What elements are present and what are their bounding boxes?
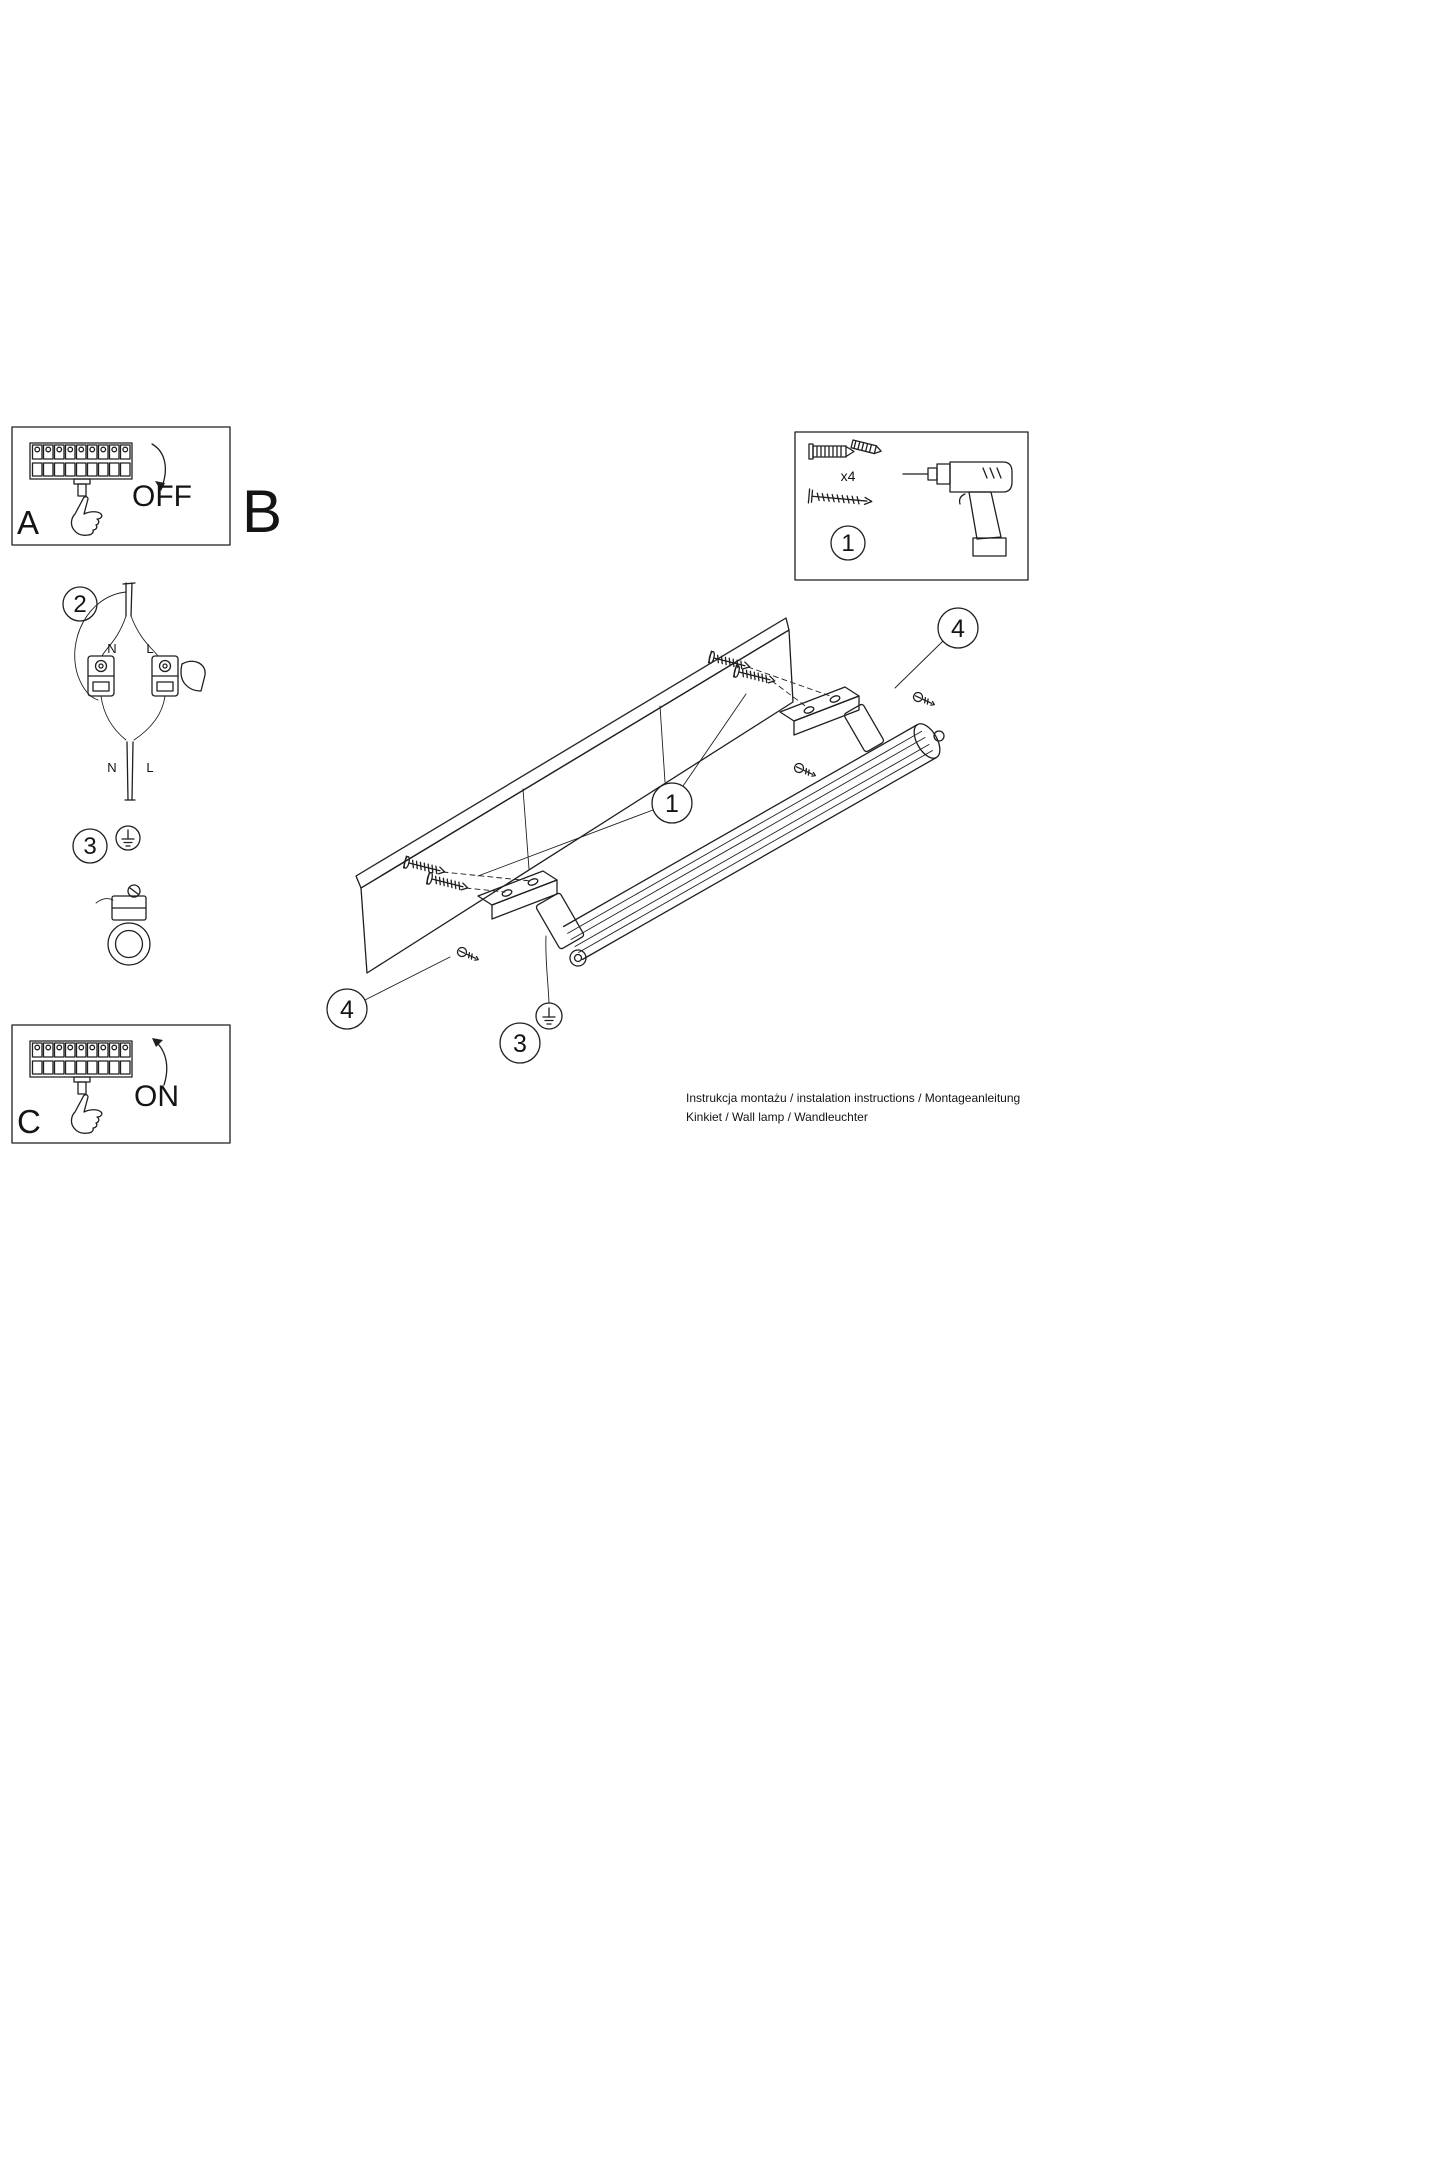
tools-panel: x4 1	[794, 431, 1029, 581]
callout-1-number: 1	[665, 790, 679, 818]
step-b-label: B	[242, 478, 282, 545]
end-cap-knob	[933, 730, 945, 742]
label-n-top: N	[107, 641, 116, 656]
callout-4-top-number: 4	[951, 615, 965, 643]
assembly-diagram: 4 1 4 3	[326, 607, 979, 1064]
supply-cable	[122, 582, 136, 617]
terminal-block-n	[87, 655, 115, 697]
wire-l-bottom	[133, 695, 166, 741]
footer: Instrukcja montażu / instalation instruc…	[686, 1091, 1020, 1124]
step-a-panel: OFF A	[11, 426, 231, 546]
ground-step-number: 3	[83, 833, 96, 860]
arrow-up-icon	[152, 1038, 168, 1086]
callout-4-top: 4	[894, 607, 979, 689]
screw-icon	[807, 488, 873, 506]
cover-screw-icon	[792, 761, 818, 781]
hand-icon	[70, 1094, 103, 1134]
breaker-panel-icon	[30, 1041, 132, 1134]
footer-line1: Instrukcja montażu / instalation instruc…	[686, 1091, 1020, 1105]
ground-clamp-icon	[95, 884, 151, 966]
tools-step-number: 1	[841, 530, 854, 557]
cover-screw-icon	[911, 690, 937, 710]
wiring-diagram: 2 N L N L	[62, 582, 206, 801]
arrow-down-icon	[151, 443, 167, 491]
callout-1-screws: 1	[477, 693, 747, 877]
anchor-quantity: x4	[841, 468, 856, 484]
footer-line2: Kinkiet / Wall lamp / Wandleuchter	[686, 1110, 868, 1124]
step-a-frame	[11, 426, 231, 546]
wire-l-top	[130, 615, 159, 657]
callout-4-bottom: 4	[326, 956, 451, 1030]
breaker-panel-icon	[30, 443, 132, 536]
right-mount-plate	[843, 703, 885, 753]
lamp-tube	[535, 703, 945, 967]
left-mount-plate	[535, 892, 585, 950]
callout-3: 3	[72, 828, 108, 864]
terminal-block-l	[151, 655, 179, 697]
mounting-bracket-right	[779, 686, 860, 736]
screw-icon	[732, 664, 777, 688]
wall	[355, 617, 794, 974]
tools-frame	[794, 431, 1029, 581]
wire-n-bottom	[100, 695, 127, 741]
callout-3-number: 3	[513, 1030, 527, 1058]
drill-icon	[902, 461, 1013, 557]
step-c-panel: ON C	[11, 1024, 231, 1144]
cover-screw-icon	[455, 945, 481, 965]
ground-connection	[535, 935, 563, 1030]
left-knob	[569, 949, 587, 967]
power-on-label: ON	[134, 1080, 179, 1113]
step-c-frame	[11, 1024, 231, 1144]
callout-4-bottom-number: 4	[340, 996, 354, 1024]
callout-2: 2	[62, 586, 98, 622]
wiring-step-number: 2	[73, 591, 86, 618]
label-l-top: L	[146, 641, 153, 656]
callout-3-ground: 3	[499, 1022, 541, 1064]
screw-icon	[402, 855, 447, 879]
wall-plug-icon	[808, 443, 855, 460]
screw-icon	[707, 650, 752, 674]
step-a-label: A	[17, 504, 39, 541]
ground-symbol-icon	[115, 825, 141, 851]
wire-n-top	[101, 615, 127, 657]
callout-1-tools: 1	[830, 525, 866, 561]
hand-icon	[70, 496, 103, 536]
ground-terminal-diagram: 3	[72, 825, 151, 966]
mounting-screws	[402, 650, 834, 895]
screw-icon	[425, 871, 470, 895]
power-off-label: OFF	[132, 480, 192, 513]
label-l-bottom: L	[146, 760, 153, 775]
output-cable	[124, 741, 136, 801]
label-n-bottom: N	[107, 760, 116, 775]
hand-icon	[180, 660, 206, 692]
wall-plug-icon	[850, 439, 882, 455]
step-c-label: C	[17, 1103, 41, 1140]
